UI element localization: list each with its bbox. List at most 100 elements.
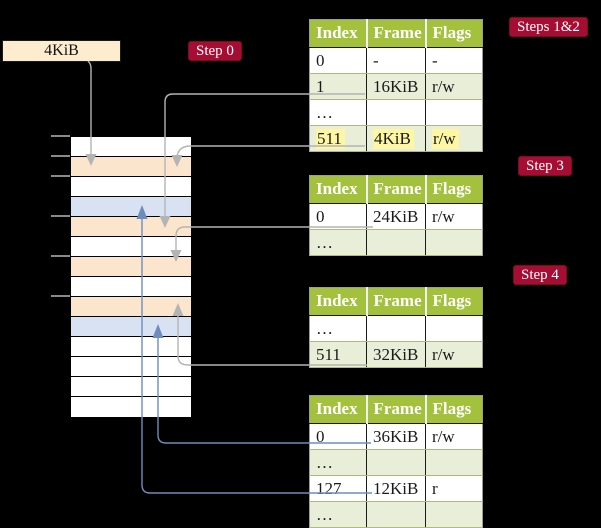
address-tick: [51, 255, 70, 257]
cell-index: …: [309, 315, 367, 342]
memory-row: [71, 177, 191, 197]
cell-index: …: [309, 229, 367, 256]
highlight: 4KiB: [373, 128, 414, 149]
header-frame: Frame: [366, 287, 427, 316]
cell-frame: [366, 315, 426, 342]
highlight: 511: [316, 128, 345, 149]
cell-frame: 36KiB: [366, 423, 426, 450]
cell-frame: 12KiB: [366, 475, 426, 502]
header-flags: Flags: [425, 395, 483, 424]
cell-frame: [366, 501, 426, 528]
table-row: 511 32KiB r/w: [309, 341, 483, 368]
memory-row: [71, 277, 191, 297]
badge-step-0: Step 0: [188, 41, 242, 61]
badge-steps-1-2-label: Steps 1&2: [517, 19, 580, 35]
cell-index: 0: [309, 47, 367, 74]
header-frame: Frame: [366, 175, 427, 204]
table-row: 1 16KiB r/w: [309, 73, 483, 100]
badge-step-0-label: Step 0: [196, 43, 234, 59]
header-index: Index: [309, 287, 368, 316]
memory-row: [71, 317, 191, 337]
cell-frame: 4KiB: [366, 125, 426, 152]
page-table-4: Index Frame Flags 0 36KiB r/w … 127 12Ki…: [309, 395, 483, 528]
badge-step-3-label: Step 3: [526, 158, 564, 174]
cell-frame: [366, 449, 426, 476]
memory-row: [71, 157, 191, 177]
address-tick: [51, 215, 70, 217]
cell-frame: -: [366, 47, 426, 74]
memory-row: [71, 237, 191, 257]
header-index: Index: [309, 175, 368, 204]
cell-index: 127: [309, 475, 367, 502]
cell-flags: r/w: [425, 423, 483, 450]
header-flags: Flags: [425, 175, 483, 204]
table-row: 0 24KiB r/w: [309, 203, 483, 230]
cell-flags: r/w: [425, 341, 483, 368]
cell-index: 1: [309, 73, 367, 100]
cell-index: 0: [309, 203, 367, 230]
cell-flags: r/w: [425, 73, 483, 100]
header-flags: Flags: [425, 19, 483, 48]
page-table-1: Index Frame Flags 0 - - 1 16KiB r/w … 51…: [309, 19, 483, 152]
header-frame: Frame: [366, 395, 427, 424]
table-row: …: [309, 315, 483, 342]
cell-flags: r: [425, 475, 483, 502]
table-row: 0 36KiB r/w: [309, 423, 483, 450]
memory-row: [71, 197, 191, 217]
badge-step-4: Step 4: [513, 265, 567, 285]
table-header-row: Index Frame Flags: [309, 175, 483, 204]
header-index: Index: [309, 395, 368, 424]
address-tick: [51, 135, 70, 137]
header-frame: Frame: [366, 19, 427, 48]
frame-4kib-label: 4KiB: [44, 42, 79, 59]
cell-frame: 16KiB: [366, 73, 426, 100]
header-index: Index: [309, 19, 368, 48]
table-row: …: [309, 449, 483, 476]
frame-4kib-label-box: 4KiB: [2, 40, 121, 62]
badge-step-3: Step 3: [518, 156, 572, 176]
table-row: 0 - -: [309, 47, 483, 74]
header-flags: Flags: [425, 287, 483, 316]
cell-flags: r/w: [425, 203, 483, 230]
cell-flags: [425, 501, 483, 528]
memory-row: [71, 377, 191, 397]
memory-row: [71, 297, 191, 317]
cell-flags: r/w: [425, 125, 483, 152]
cell-flags: [425, 449, 483, 476]
table-row: 127 12KiB r: [309, 475, 483, 502]
table-header-row: Index Frame Flags: [309, 395, 483, 424]
page-table-2: Index Frame Flags 0 24KiB r/w …: [309, 175, 483, 256]
table-row: …: [309, 99, 483, 126]
cell-index: …: [309, 99, 367, 126]
cell-frame: 32KiB: [366, 341, 426, 368]
physical-memory-column: [70, 136, 192, 418]
table-header-row: Index Frame Flags: [309, 287, 483, 316]
cell-frame: [366, 229, 426, 256]
memory-row: [71, 137, 191, 157]
cell-index: …: [309, 449, 367, 476]
cell-frame: 24KiB: [366, 203, 426, 230]
cell-flags: [425, 229, 483, 256]
badge-steps-1-2: Steps 1&2: [509, 17, 588, 37]
memory-row: [71, 337, 191, 357]
cell-index: 0: [309, 423, 367, 450]
badge-step-4-label: Step 4: [521, 267, 559, 283]
cell-index: 511: [309, 125, 367, 152]
highlight: r/w: [432, 128, 459, 149]
address-tick: [51, 175, 70, 177]
cell-flags: -: [425, 47, 483, 74]
address-tick: [51, 295, 70, 297]
table-row-highlighted: 511 4KiB r/w: [309, 125, 483, 152]
memory-row: [71, 217, 191, 237]
memory-row: [71, 257, 191, 277]
memory-row: [71, 357, 191, 377]
table-row: …: [309, 501, 483, 528]
address-tick: [51, 155, 70, 157]
cell-index: …: [309, 501, 367, 528]
cell-index: 511: [309, 341, 367, 368]
cell-flags: [425, 99, 483, 126]
table-header-row: Index Frame Flags: [309, 19, 483, 48]
table-row: …: [309, 229, 483, 256]
memory-row: [71, 397, 191, 417]
